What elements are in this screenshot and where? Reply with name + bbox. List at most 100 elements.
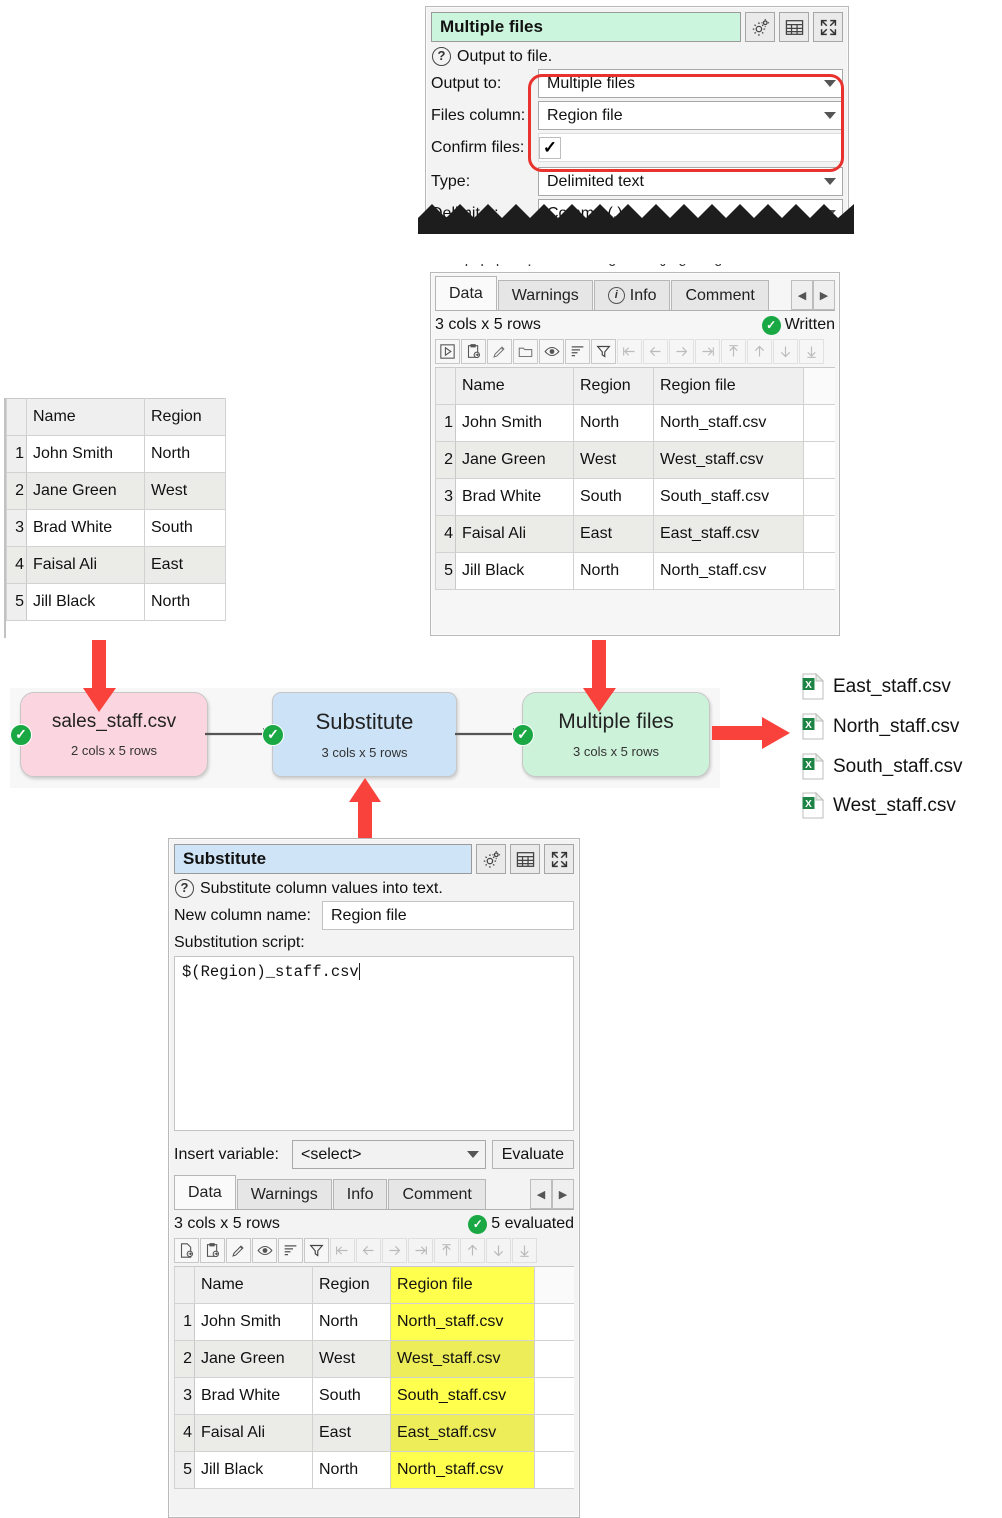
cell-region[interactable]: South (144, 509, 226, 547)
source-data-table[interactable]: Name Region 1 John Smith North 2 Jane Gr… (6, 398, 226, 621)
col-header-region[interactable]: Region (312, 1266, 391, 1304)
gear-icon[interactable] (745, 12, 775, 42)
table-row[interactable]: 3 Brad White South South_staff.csv (174, 1377, 574, 1415)
sort-icon[interactable] (565, 339, 590, 364)
cell-name[interactable]: Jill Black (26, 583, 145, 621)
cell-region[interactable]: East (144, 546, 226, 584)
next-column-icon[interactable] (669, 339, 694, 364)
cell-name[interactable]: Brad White (26, 509, 145, 547)
cell-region[interactable]: East (312, 1414, 391, 1452)
edit-icon[interactable] (487, 339, 512, 364)
last-column-icon[interactable] (695, 339, 720, 364)
previous-row-icon[interactable] (747, 339, 772, 364)
cell-name[interactable]: Faisal Ali (26, 546, 145, 584)
insert-variable-select[interactable]: <select> (292, 1140, 486, 1169)
tab-scroll-right-icon[interactable]: ▶ (813, 280, 835, 310)
cell-name[interactable]: Jill Black (455, 552, 574, 590)
cell-region-file[interactable]: South_staff.csv (653, 478, 804, 516)
tab-info[interactable]: Info (332, 1179, 388, 1209)
cell-region-file[interactable]: East_staff.csv (653, 515, 804, 553)
next-column-icon[interactable] (382, 1238, 407, 1263)
paste-icon[interactable] (461, 339, 486, 364)
cell-name[interactable]: Brad White (455, 478, 574, 516)
col-header-name[interactable]: Name (26, 398, 145, 436)
cell-region-file[interactable]: North_staff.csv (653, 404, 804, 442)
tab-warnings[interactable]: Warnings (236, 1179, 332, 1209)
eye-icon[interactable] (252, 1238, 277, 1263)
new-icon[interactable] (174, 1238, 199, 1263)
cell-name[interactable]: Jane Green (194, 1340, 313, 1378)
cell-region-file[interactable]: North_staff.csv (390, 1303, 535, 1341)
output-file-item[interactable]: X West_staff.csv (802, 792, 956, 819)
cell-name[interactable]: John Smith (26, 435, 145, 473)
table-icon[interactable] (510, 844, 540, 874)
first-column-icon[interactable] (617, 339, 642, 364)
question-icon[interactable]: ? (432, 47, 451, 66)
cell-region[interactable]: East (573, 515, 654, 553)
tab-scroll-right-icon[interactable]: ▶ (552, 1179, 574, 1209)
panel-title-field[interactable]: Multiple files (431, 12, 741, 42)
col-header-region[interactable]: Region (573, 367, 654, 405)
cell-region[interactable]: West (144, 472, 226, 510)
eye-icon[interactable] (539, 339, 564, 364)
cell-name[interactable]: John Smith (455, 404, 574, 442)
tab-comment[interactable]: Comment (388, 1179, 486, 1209)
cell-region[interactable]: North (573, 404, 654, 442)
last-column-icon[interactable] (408, 1238, 433, 1263)
last-row-icon[interactable] (512, 1238, 537, 1263)
cell-region-file[interactable]: North_staff.csv (653, 552, 804, 590)
table-row[interactable]: 3 Brad White South South_staff.csv (435, 478, 835, 516)
gear-icon[interactable] (476, 844, 506, 874)
table-row[interactable]: 2 Jane Green West West_staff.csv (435, 441, 835, 479)
sort-icon[interactable] (278, 1238, 303, 1263)
table-row[interactable]: 1 John Smith North North_staff.csv (174, 1303, 574, 1341)
table-row[interactable]: 5 Jill Black North (6, 583, 226, 621)
run-icon[interactable] (435, 339, 460, 364)
cell-region[interactable]: North (312, 1451, 391, 1489)
evaluate-button[interactable]: Evaluate (491, 1140, 574, 1169)
cell-name[interactable]: John Smith (194, 1303, 313, 1341)
cell-name[interactable]: Jane Green (455, 441, 574, 479)
data-table[interactable]: Name Region Region file 1 John Smith Nor… (174, 1266, 574, 1489)
flow-node-multiple-files[interactable]: ✓ Multiple files 3 cols x 5 rows (512, 692, 710, 777)
question-icon[interactable]: ? (175, 879, 194, 898)
cell-name[interactable]: Brad White (194, 1377, 313, 1415)
table-row[interactable]: 1 John Smith North (6, 435, 226, 473)
table-row[interactable]: 2 Jane Green West West_staff.csv (174, 1340, 574, 1378)
output-file-item[interactable]: X South_staff.csv (802, 753, 963, 780)
table-row[interactable]: 2 Jane Green West (6, 472, 226, 510)
cell-region[interactable]: North (312, 1303, 391, 1341)
tab-info[interactable]: i Info (593, 280, 671, 310)
output-file-item[interactable]: X North_staff.csv (802, 713, 959, 740)
data-table[interactable]: Name Region Region file 1 John Smith Nor… (435, 367, 835, 590)
cell-region-file[interactable]: West_staff.csv (653, 441, 804, 479)
flow-node-sales-staff[interactable]: ✓ sales_staff.csv 2 cols x 5 rows (10, 692, 208, 777)
next-row-icon[interactable] (486, 1238, 511, 1263)
table-row[interactable]: 5 Jill Black North North_staff.csv (435, 552, 835, 590)
cell-region-file[interactable]: West_staff.csv (390, 1340, 535, 1378)
new-column-name-input[interactable]: Region file (322, 901, 574, 930)
table-row[interactable]: 4 Faisal Ali East East_staff.csv (435, 515, 835, 553)
output-to-select[interactable]: Multiple files (538, 69, 843, 98)
substitution-script-input[interactable]: $(Region)_staff.csv​ (174, 956, 574, 1131)
files-column-select[interactable]: Region file (538, 101, 843, 130)
cell-region-file[interactable]: South_staff.csv (390, 1377, 535, 1415)
tab-comment[interactable]: Comment (671, 280, 769, 310)
table-row[interactable]: 3 Brad White South (6, 509, 226, 547)
cell-region[interactable]: West (312, 1340, 391, 1378)
tab-scroll-left-icon[interactable]: ◀ (791, 280, 813, 310)
col-header-name[interactable]: Name (194, 1266, 313, 1304)
table-icon[interactable] (779, 12, 809, 42)
cell-name[interactable]: Faisal Ali (455, 515, 574, 553)
previous-column-icon[interactable] (356, 1238, 381, 1263)
cell-region[interactable]: North (573, 552, 654, 590)
expand-icon[interactable] (813, 12, 843, 42)
table-row[interactable]: 5 Jill Black North North_staff.csv (174, 1451, 574, 1489)
cell-region[interactable]: West (573, 441, 654, 479)
tab-warnings[interactable]: Warnings (497, 280, 593, 310)
cell-name[interactable]: Faisal Ali (194, 1414, 313, 1452)
col-header-region[interactable]: Region (144, 398, 226, 436)
confirm-files-checkbox[interactable]: ✓ (539, 136, 561, 159)
paste-icon[interactable] (200, 1238, 225, 1263)
cell-region[interactable]: South (312, 1377, 391, 1415)
